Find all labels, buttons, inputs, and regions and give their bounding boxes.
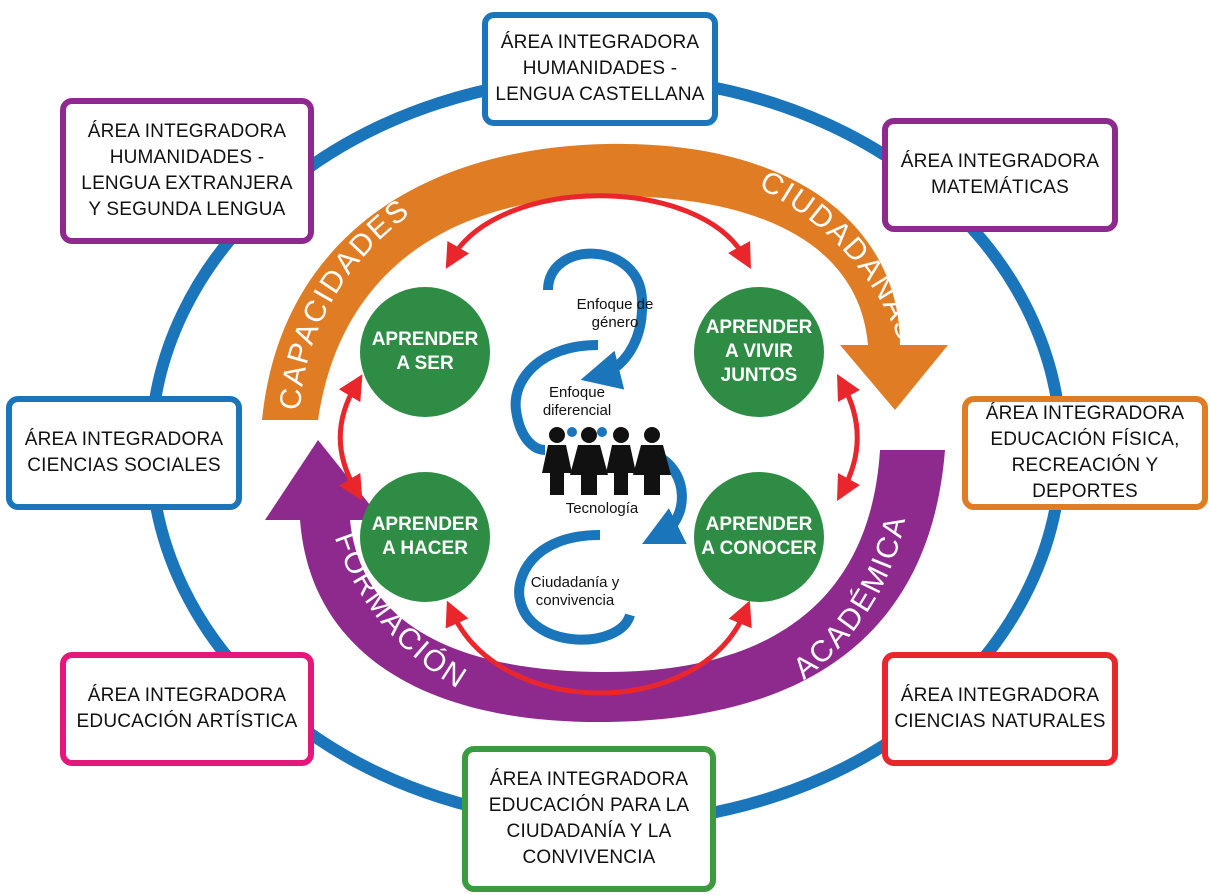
red-arrow-left	[337, 374, 363, 501]
blue-spiral-4	[514, 530, 635, 645]
orange-arc-band	[262, 143, 948, 420]
red-arrow-top	[445, 193, 751, 269]
blue-spiral-1	[543, 248, 648, 390]
label-ciudadania-convivencia: Ciudadanía y convivencia	[530, 574, 620, 609]
label-enfoque-genero: Enfoque de género	[576, 296, 654, 331]
pillar-aprender-a-hacer: APRENDER A HACER	[360, 472, 490, 602]
area-box-ciudadania-convivencia: ÁREA INTEGRADORA EDUCACIÓN PARA LA CIUDA…	[462, 746, 716, 892]
area-box-lengua-castellana: ÁREA INTEGRADORA HUMANIDADES - LENGUA CA…	[482, 12, 718, 126]
red-arrow-bottom	[445, 600, 752, 696]
label-enfoque-diferencial: Enfoque diferencial	[542, 384, 612, 419]
people-icon	[542, 427, 671, 495]
area-box-matematicas: ÁREA INTEGRADORA MATEMÁTICAS	[882, 118, 1118, 232]
pillar-aprender-a-vivir-juntos: APRENDER A VIVIR JUNTOS	[694, 287, 824, 417]
red-arrow-right	[837, 374, 860, 501]
area-box-lengua-extranjera: ÁREA INTEGRADORA HUMANIDADES - LENGUA EX…	[60, 98, 314, 244]
area-box-educacion-fisica: ÁREA INTEGRADORA EDUCACIÓN FÍSICA, RECRE…	[962, 396, 1208, 510]
label-tecnologia: Tecnología	[565, 500, 639, 517]
area-box-ciencias-naturales: ÁREA INTEGRADORA CIENCIAS NATURALES	[882, 652, 1118, 766]
pillar-aprender-a-ser: APRENDER A SER	[360, 287, 490, 417]
pillar-aprender-a-conocer: APRENDER A CONOCER	[694, 472, 824, 602]
area-box-ciencias-sociales: ÁREA INTEGRADORA CIENCIAS SOCIALES	[6, 396, 242, 510]
blue-spiral-2	[510, 340, 599, 455]
area-box-educacion-artistica: ÁREA INTEGRADORA EDUCACIÓN ARTÍSTICA	[60, 652, 314, 766]
purple-arc-band	[265, 440, 945, 723]
